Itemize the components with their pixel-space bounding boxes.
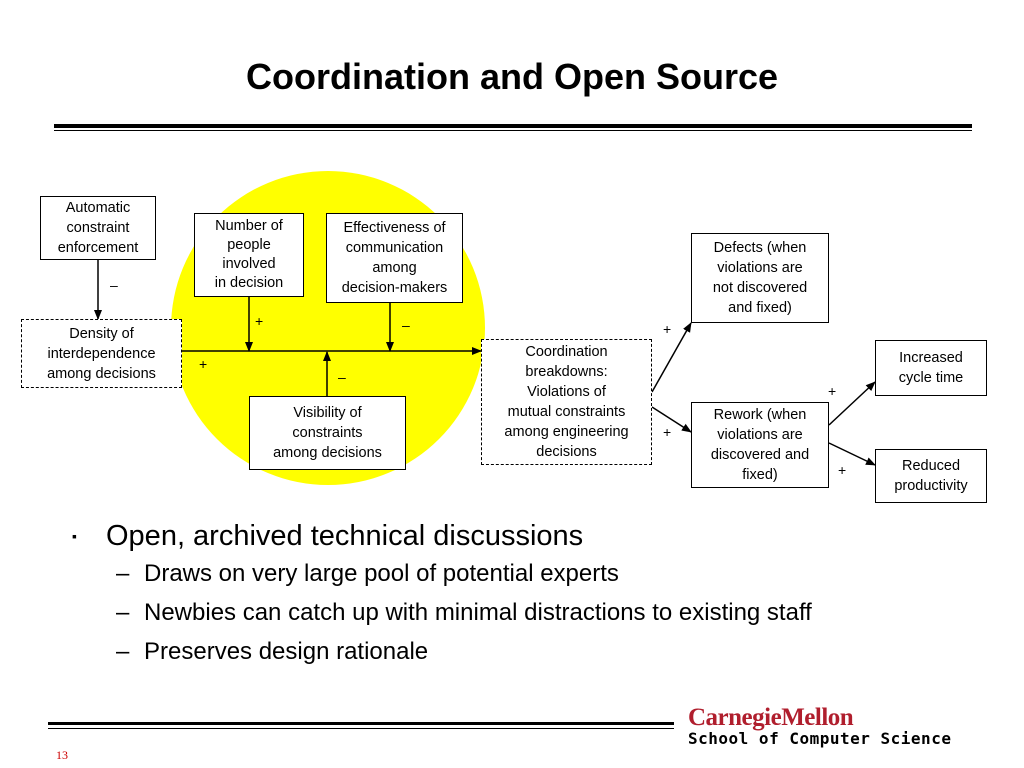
- bullet-main-text: Open, archived technical discussions: [106, 520, 584, 552]
- page-number: 13: [56, 748, 68, 762]
- footer-rule: [48, 722, 674, 725]
- sign-breakdowns-to-rework: +: [663, 424, 672, 440]
- arrow-rework-to-productivity: [828, 442, 876, 466]
- box-visibility-of-constraints: Visibility of constraints among decision…: [249, 396, 406, 470]
- sign-automatic-to-density: –: [110, 277, 118, 293]
- bullet-main: ▪ Open, archived technical discussions: [72, 518, 992, 554]
- arrow-breakdowns-to-rework: [651, 406, 692, 433]
- box-reduced-productivity: Reduced productivity: [875, 449, 987, 503]
- sign-breakdowns-to-defects: +: [663, 321, 672, 337]
- carnegie-mellon-logo: CarnegieMellon: [688, 704, 854, 731]
- box-increased-cycle-time: Increased cycle time: [875, 340, 987, 396]
- box-effectiveness-of-communication: Effectiveness of communication among dec…: [326, 213, 463, 303]
- school-of-computer-science-label: School of Computer Science: [688, 729, 952, 748]
- sub-bullet-text: Draws on very large pool of potential ex…: [144, 560, 619, 587]
- sign-rework-to-cycle-time: +: [828, 383, 837, 399]
- box-density-of-interdependence: Density of interdependence among decisio…: [21, 319, 182, 388]
- bullet-list: ▪ Open, archived technical discussions –…: [72, 518, 992, 671]
- dash-bullet-icon: –: [116, 599, 130, 626]
- sub-bullet: – Preserves design rationale: [72, 632, 992, 671]
- arrow-breakdowns-to-defects: [651, 322, 692, 393]
- title-rule-thin: [54, 130, 972, 131]
- box-coordination-breakdowns: Coordination breakdowns: Violations of m…: [481, 339, 652, 465]
- title-rule: [54, 124, 972, 128]
- sign-rework-to-productivity: +: [838, 462, 847, 478]
- sub-bullet-text: Preserves design rationale: [144, 638, 429, 665]
- slide-title: Coordination and Open Source: [245, 56, 779, 97]
- sub-bullet: – Newbies can catch up with minimal dist…: [72, 593, 992, 632]
- sign-people-to-line: +: [255, 313, 264, 329]
- sub-bullet: – Draws on very large pool of potential …: [72, 554, 992, 593]
- footer-rule-thin: [48, 728, 674, 729]
- box-number-of-people: Number of people involved in decision: [194, 213, 304, 297]
- box-rework: Rework (when violations are discovered a…: [691, 402, 829, 488]
- sign-visibility-to-line: –: [338, 369, 346, 385]
- arrow-rework-to-cycle-time: [828, 381, 876, 426]
- sign-effectiveness-to-line: –: [402, 317, 410, 333]
- dash-bullet-icon: –: [116, 560, 130, 587]
- dash-bullet-icon: –: [116, 638, 130, 665]
- square-bullet-icon: ▪: [72, 528, 77, 544]
- sub-bullet-text: Newbies can catch up with minimal distra…: [144, 599, 812, 626]
- sign-density-to-line: +: [199, 356, 208, 372]
- box-defects: Defects (when violations are not discove…: [691, 233, 829, 323]
- box-automatic-constraint-enforcement: Automatic constraint enforcement: [40, 196, 156, 260]
